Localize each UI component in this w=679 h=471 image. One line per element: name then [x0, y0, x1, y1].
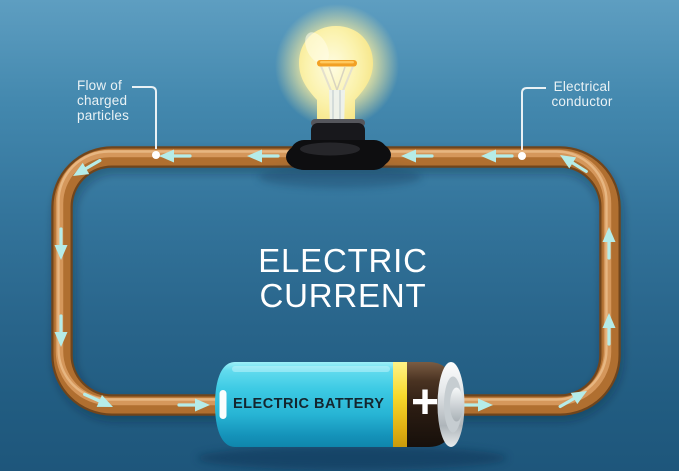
diagram-title: ELECTRIC CURRENT [258, 242, 428, 314]
battery-shadow [197, 446, 507, 470]
filament-bar-highlight [320, 61, 354, 64]
flow-callout-connector [132, 86, 160, 159]
battery-body-highlight [232, 366, 390, 372]
battery-icon [197, 362, 507, 470]
battery-label: ELECTRIC BATTERY [233, 396, 385, 412]
socket-shadow [258, 166, 422, 188]
flow-of-charged-particles-label: Flow of charged particles [77, 78, 130, 123]
battery-body [215, 362, 393, 447]
conductor-callout-connector [518, 87, 546, 160]
filament-supports [320, 65, 354, 94]
electrical-conductor-label: Electrical conductor [551, 79, 613, 109]
battery-stripe [393, 362, 407, 447]
battery-terminal-nub [450, 387, 463, 422]
bulb-highlight [305, 32, 329, 64]
battery-plus-symbol: + [410, 376, 440, 429]
socket-base-highlight [300, 142, 360, 156]
light-bulb-icon [258, 4, 422, 188]
battery-negative-mark [219, 390, 227, 419]
